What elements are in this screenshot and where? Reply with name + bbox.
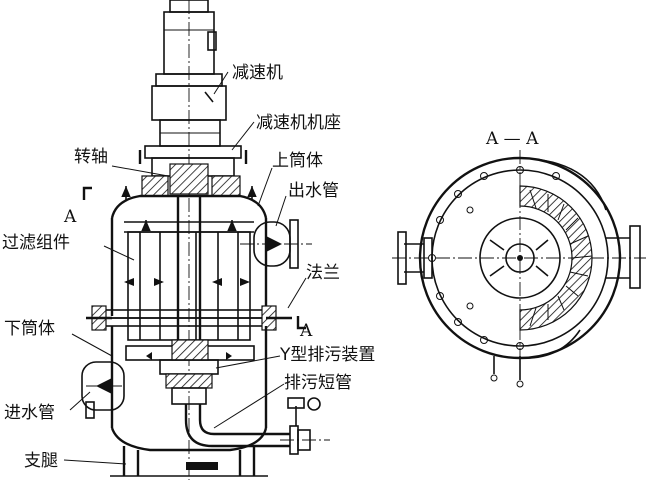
- label-inlet-pipe: 进水管: [4, 403, 55, 423]
- section-mark-upper: A: [63, 207, 77, 227]
- label-drain-short-pipe: 排污短管: [284, 373, 352, 393]
- label-filter-assembly: 过滤组件: [2, 233, 70, 253]
- elevation-view: [63, 0, 330, 480]
- label-support-leg: 支腿: [24, 451, 58, 471]
- label-y-drain: Y型排污装置: [279, 345, 375, 365]
- lower-shell: [110, 326, 268, 452]
- drain-short-pipe: [184, 397, 330, 455]
- reducer-seat: [138, 145, 248, 197]
- filter-assembly: [124, 196, 251, 346]
- label-reducer-seat: 减速机机座: [256, 113, 341, 133]
- label-reducer: 减速机: [232, 63, 283, 83]
- section-cut-marks: [82, 186, 306, 330]
- label-outlet-pipe: 出水管: [288, 181, 339, 201]
- label-upper-shell: 上筒体: [272, 151, 323, 171]
- inlet-pipe: [81, 361, 125, 419]
- section-view-a-a: [392, 150, 646, 388]
- section-bolt-holes: [428, 166, 560, 350]
- outlet-pipe: [240, 219, 312, 269]
- section-bottom-drain: [490, 356, 524, 388]
- support-legs: [110, 446, 268, 477]
- y-drain-device: [125, 339, 255, 405]
- label-lower-shell: 下筒体: [4, 319, 55, 339]
- section-outlet-stub: [606, 225, 641, 289]
- leader-lines: [63, 71, 307, 465]
- flange-pair: [86, 305, 292, 331]
- section-mark-lower: A: [299, 321, 313, 341]
- label-flange: 法兰: [306, 263, 340, 283]
- section-inlet-stub: [397, 231, 433, 285]
- section-title: A — A: [485, 129, 539, 149]
- label-shaft: 转轴: [74, 147, 108, 167]
